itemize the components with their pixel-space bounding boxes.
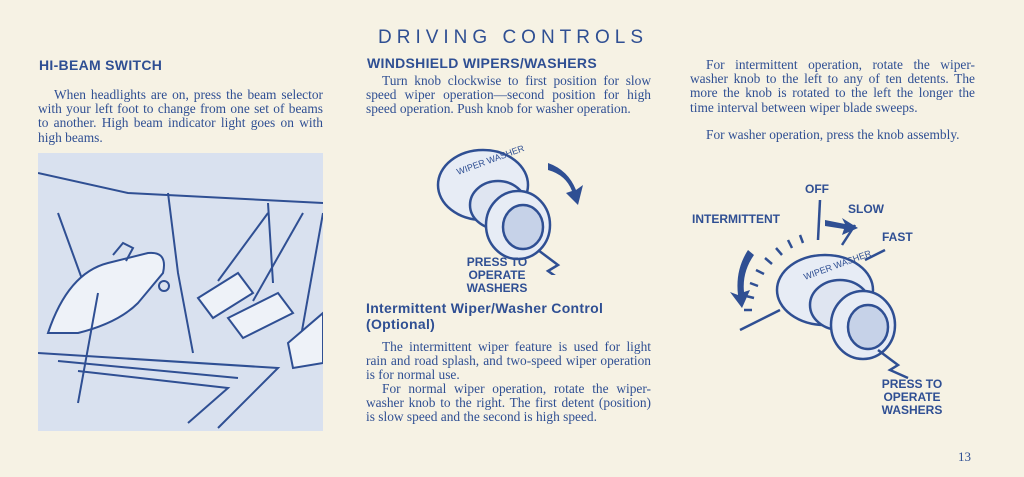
intermittent-text-1: The intermittent wiper feature is used f… (366, 339, 651, 383)
wipers-text: Turn knob clockwise to first position fo… (366, 73, 651, 117)
page-title: DRIVING CONTROLS (378, 27, 649, 48)
label-fast: FAST (882, 230, 913, 244)
intermittent-heading: Intermittent Wiper/Washer Control (Optio… (366, 300, 604, 332)
press-label-middle: PRESS TO OPERATE WASHERS (466, 255, 528, 295)
right-text-2: For washer operation, press the knob ass… (706, 127, 960, 142)
hi-beam-heading: HI-BEAM SWITCH (39, 57, 163, 73)
foot-pedal-drawing (38, 172, 323, 429)
hi-beam-illustration (38, 153, 323, 431)
label-intermittent: INTERMITTENT (692, 212, 780, 226)
wiper-knob-diagram: WIPER WASHER (428, 145, 588, 275)
label-slow: SLOW (848, 202, 884, 216)
right-text-1: For intermittent operation, rotate the w… (690, 57, 975, 115)
page-number: 13 (958, 449, 971, 464)
wipers-heading: WINDSHIELD WIPERS/WASHERS (367, 55, 597, 71)
hi-beam-text: When headlights are on, press the beam s… (38, 87, 323, 145)
label-off: OFF (805, 182, 829, 196)
press-label-right: PRESS TO OPERATE WASHERS (881, 377, 943, 417)
intermittent-knob-diagram: WIPER WASHER (680, 180, 980, 380)
intermittent-text-2: For normal wiper operation, rotate the w… (366, 381, 651, 425)
